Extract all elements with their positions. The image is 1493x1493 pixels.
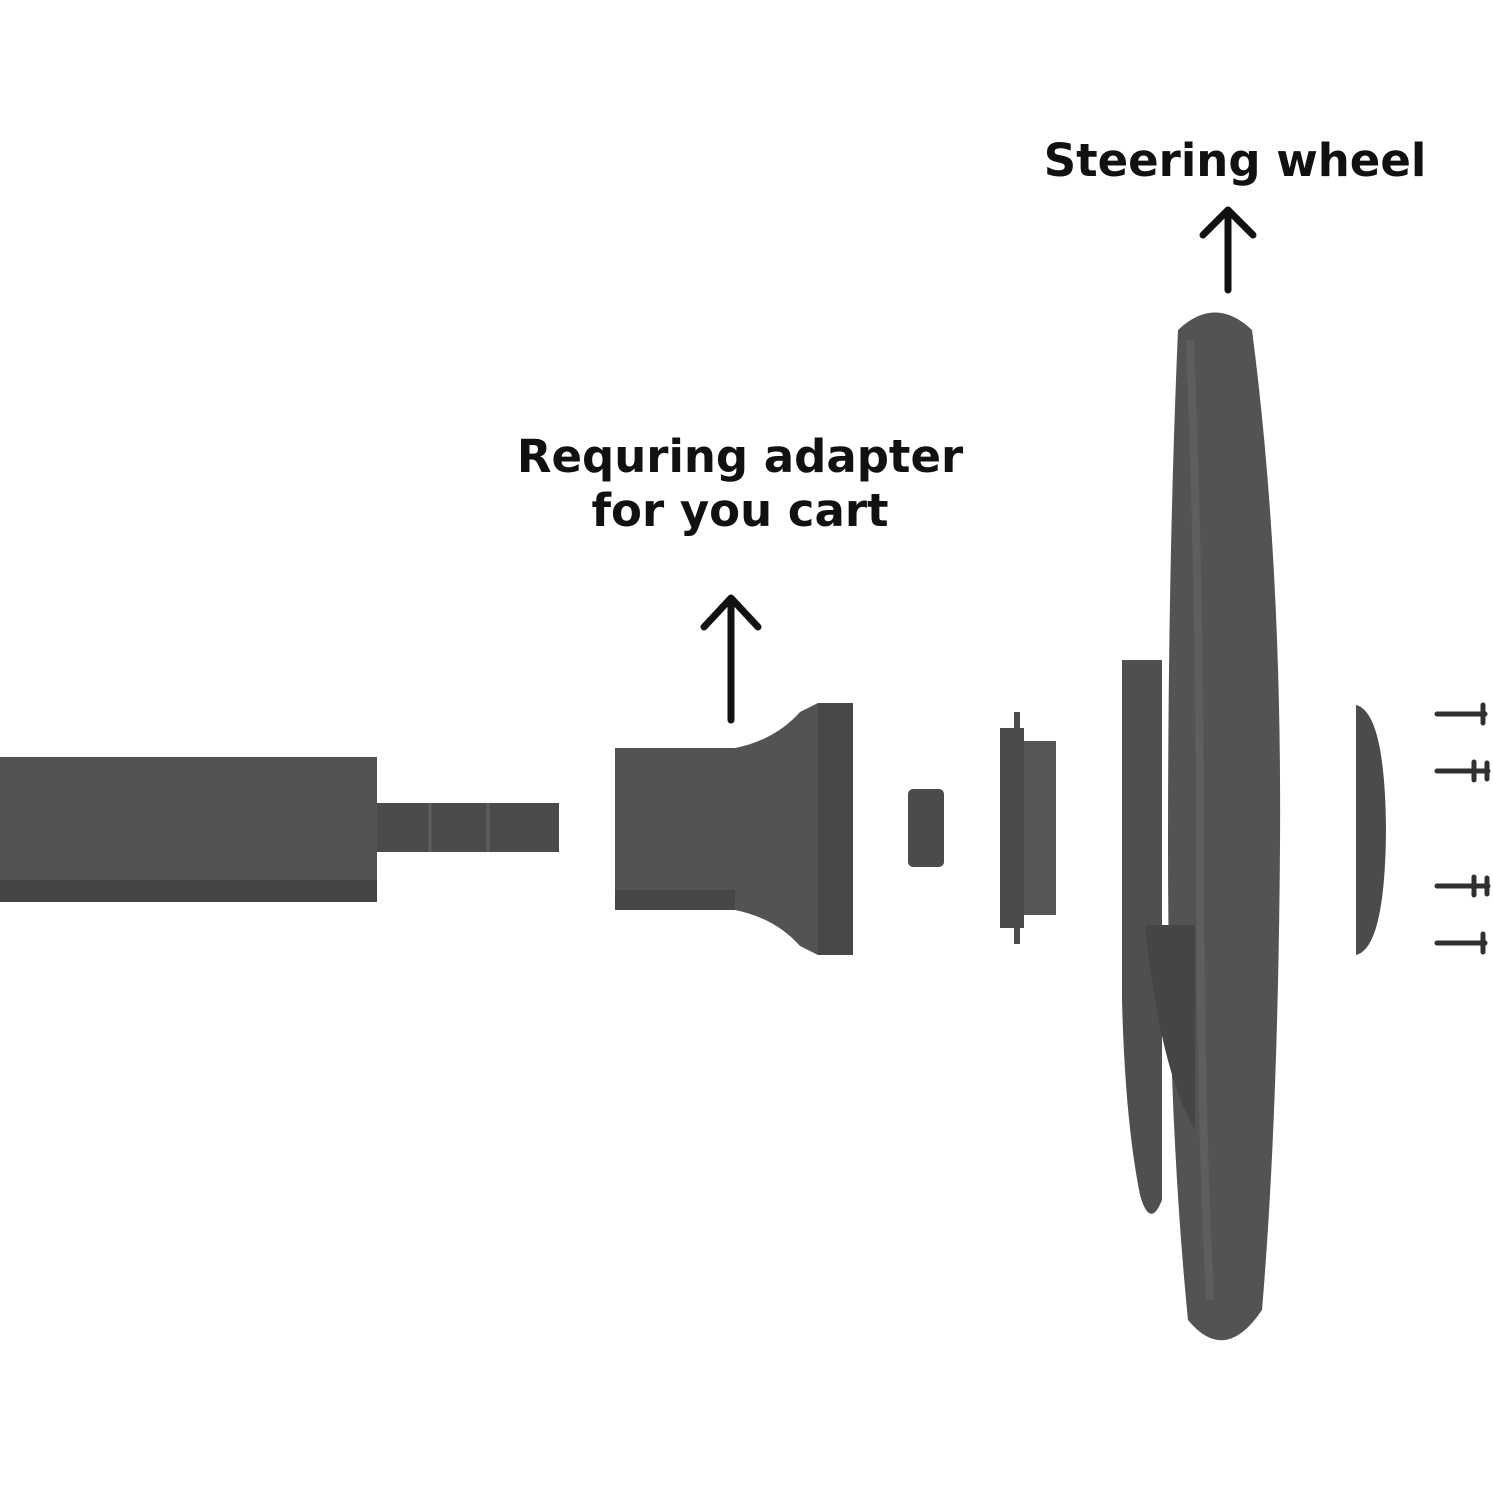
adapter-label-line1: Requring adapter [516, 430, 964, 483]
collar-boss [1024, 741, 1056, 915]
adapter-sleeve-shadow [615, 890, 735, 910]
collar-plate [1000, 728, 1024, 928]
wheel-rim-highlight [1186, 339, 1214, 1301]
steering-column [0, 757, 559, 902]
hub-adapter [615, 703, 853, 955]
screw [1434, 702, 1488, 726]
wheel-callout-arrow [1199, 206, 1257, 294]
adapter-body [615, 703, 853, 955]
column-tube-shadow [0, 880, 377, 902]
screw [1434, 759, 1491, 783]
column-spline-shaft [377, 803, 559, 852]
wheel-rim [1168, 312, 1281, 1341]
wheel-hub [1122, 660, 1162, 1214]
adapter-callout-arrow [700, 594, 762, 724]
spacer-ring [908, 789, 944, 867]
collar-tab [1014, 712, 1020, 732]
screw [1434, 874, 1491, 898]
steering-wheel [1122, 312, 1281, 1341]
column-tube [0, 757, 377, 902]
mounting-screws [1434, 702, 1491, 955]
collar-tab [1014, 924, 1020, 944]
center-cap [1356, 705, 1386, 955]
mounting-collar [1000, 712, 1056, 944]
adapter-flange-face [818, 703, 853, 955]
wheel-spoke-slot [1145, 925, 1195, 1130]
screw [1434, 931, 1488, 955]
adapter-label: Requring adapter for you cart [500, 430, 980, 538]
steering-wheel-label: Steering wheel [1043, 134, 1427, 187]
adapter-label-line2: for you cart [591, 484, 889, 537]
